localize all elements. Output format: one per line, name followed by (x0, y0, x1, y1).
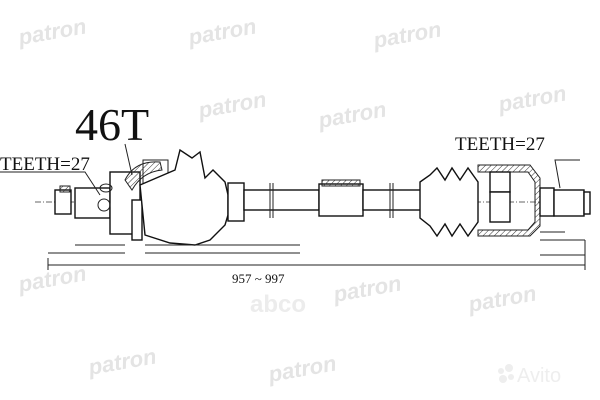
watermark: patron (186, 13, 259, 50)
right-teeth-leader (554, 159, 580, 189)
watermark: patron (16, 260, 89, 297)
watermark: patron (496, 80, 569, 117)
watermark: patron (331, 270, 404, 307)
right-teeth-label: TEETH=27 (455, 134, 545, 155)
left-teeth-label: TEETH=27 (0, 154, 90, 175)
avito-text: Avito (517, 365, 561, 387)
watermark: patron (16, 13, 89, 50)
patron-watermarks: patron patron patron patron patron patro… (16, 13, 569, 387)
watermark: patron (316, 96, 389, 133)
shaft-left (243, 189, 320, 211)
spline-leader (124, 143, 133, 176)
watermark: patron (196, 86, 269, 123)
inner-tripod-joint (419, 164, 591, 238)
spline-count-label: 46T (75, 99, 149, 150)
outer-cv-joint (54, 148, 245, 246)
watermark: patron (86, 343, 159, 380)
damper (318, 183, 364, 217)
dimension-lines (47, 231, 586, 270)
center-logo-watermark: abco (250, 291, 306, 318)
watermark: patron (371, 16, 444, 53)
damper-hatch (321, 179, 361, 187)
watermark: patron (466, 280, 539, 317)
avito-logo: Avito (498, 364, 561, 387)
watermark: patron (266, 350, 339, 387)
left-teeth-leader (0, 171, 101, 196)
overall-length-label: 957 ~ 997 (232, 271, 285, 286)
